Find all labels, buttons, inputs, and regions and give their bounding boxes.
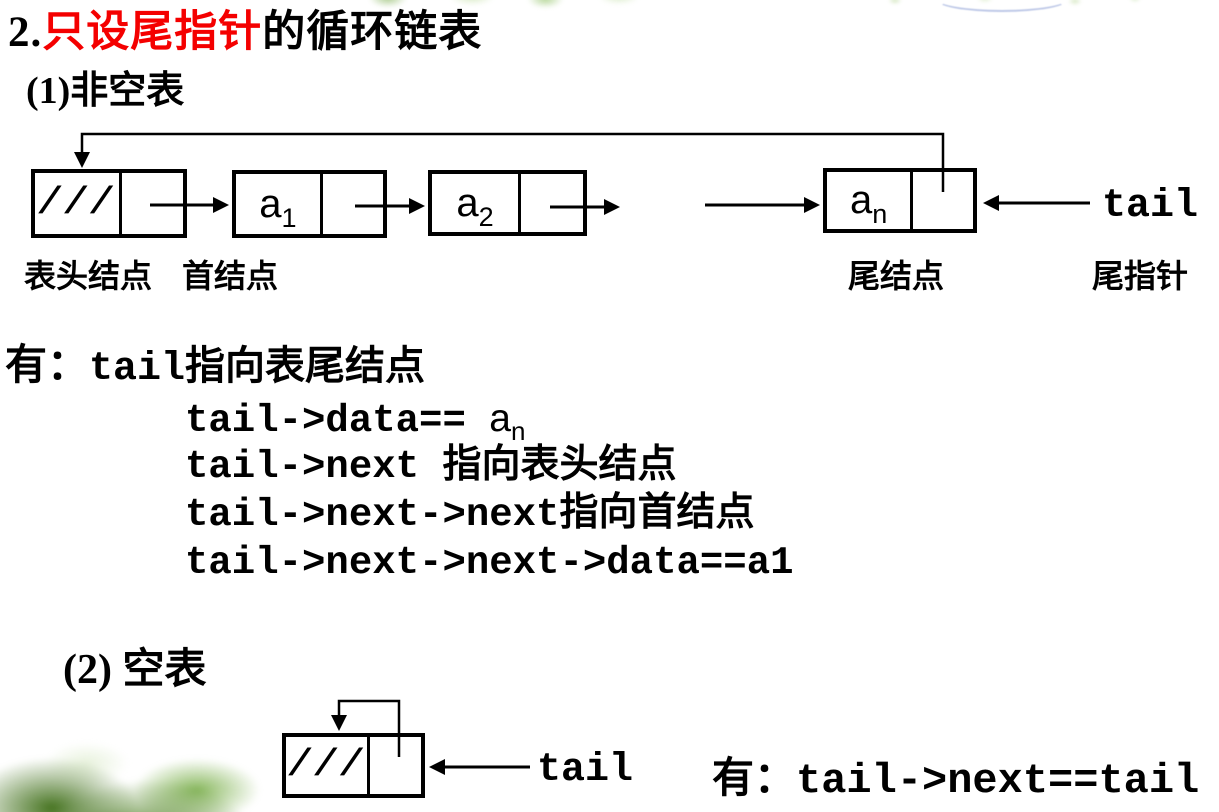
top-specks-decoration — [850, 0, 1150, 10]
node-a1-pointer-field — [323, 174, 383, 234]
node-a2-box: a2 — [428, 170, 587, 236]
node-an-data-field: an — [827, 172, 914, 229]
note-line-2: tail->data== an — [185, 397, 525, 446]
note-line-2-a: a — [489, 397, 511, 440]
caption-tail-pointer: 尾指针 — [1092, 258, 1189, 294]
empty-tail-pointer-text: tail — [537, 748, 634, 793]
node-a2-data-field: a2 — [432, 174, 522, 232]
note-line-2-subscript: n — [510, 416, 526, 446]
node-a1-label: a1 — [259, 181, 296, 233]
caption-first-node: 首结点 — [182, 258, 279, 294]
note-line-1-text: tail指向表尾结点 — [89, 347, 426, 392]
heading-nonempty-list: (1)非空表 — [26, 70, 185, 112]
empty-head-node-data-field: /// — [284, 737, 370, 794]
head-node-value: /// — [35, 182, 119, 225]
note-prefix: 有： — [5, 343, 90, 389]
note-line-3: tail->next 指向表头结点 — [185, 445, 677, 489]
node-an-label: an — [849, 178, 887, 229]
node-a1-box: a1 — [232, 170, 387, 238]
empty-list-note: 有：tail->next==tail — [712, 757, 1200, 805]
empty-head-node-value: /// — [284, 744, 369, 787]
node-a1-data-field: a1 — [236, 174, 323, 234]
node-a2-base: a — [456, 180, 479, 225]
node-an-pointer-field — [913, 172, 973, 229]
empty-head-node-pointer-field — [370, 737, 421, 794]
caption-head-node: 表头结点 — [24, 258, 153, 294]
note-line-4: tail->next->next指向首结点 — [185, 493, 755, 537]
note-line-2-an: an — [489, 397, 525, 446]
empty-tail-pointer-arrow — [429, 759, 530, 775]
note-line-1: 有：tail指向表尾结点 — [5, 342, 425, 393]
node-an-box: an — [823, 168, 977, 233]
title-number: 2. — [8, 9, 43, 56]
node-a2-pointer-field — [521, 174, 583, 232]
head-node-pointer-field — [122, 173, 183, 234]
tail-pointer-text: tail — [1102, 184, 1199, 229]
note-line-2-code: tail->data== — [185, 399, 490, 443]
node-a1-subscript: 1 — [281, 202, 297, 233]
node-a2-label: a2 — [456, 180, 493, 232]
empty-head-node-box: /// — [282, 733, 425, 798]
node-an-subscript: n — [872, 199, 888, 229]
node-a1-base: a — [259, 181, 282, 226]
title-rest: 的循环链表 — [262, 9, 483, 56]
tail-pointer-arrow — [983, 195, 1090, 211]
node-an-base: a — [849, 178, 873, 222]
title-highlight: 只设尾指针 — [42, 9, 263, 56]
note-line-5: tail->next->next->data==a1 — [185, 541, 794, 585]
arrow-into-an — [705, 197, 820, 213]
page-title: 2.只设尾指针的循环链表 — [8, 8, 482, 57]
top-arc-decoration — [935, 0, 1069, 12]
caption-tail-node: 尾结点 — [848, 258, 945, 294]
head-node-data-field: /// — [35, 173, 123, 234]
heading-empty-list: (2) 空表 — [63, 647, 207, 693]
head-node-box: /// — [31, 169, 187, 238]
node-a2-subscript: 2 — [478, 201, 494, 232]
